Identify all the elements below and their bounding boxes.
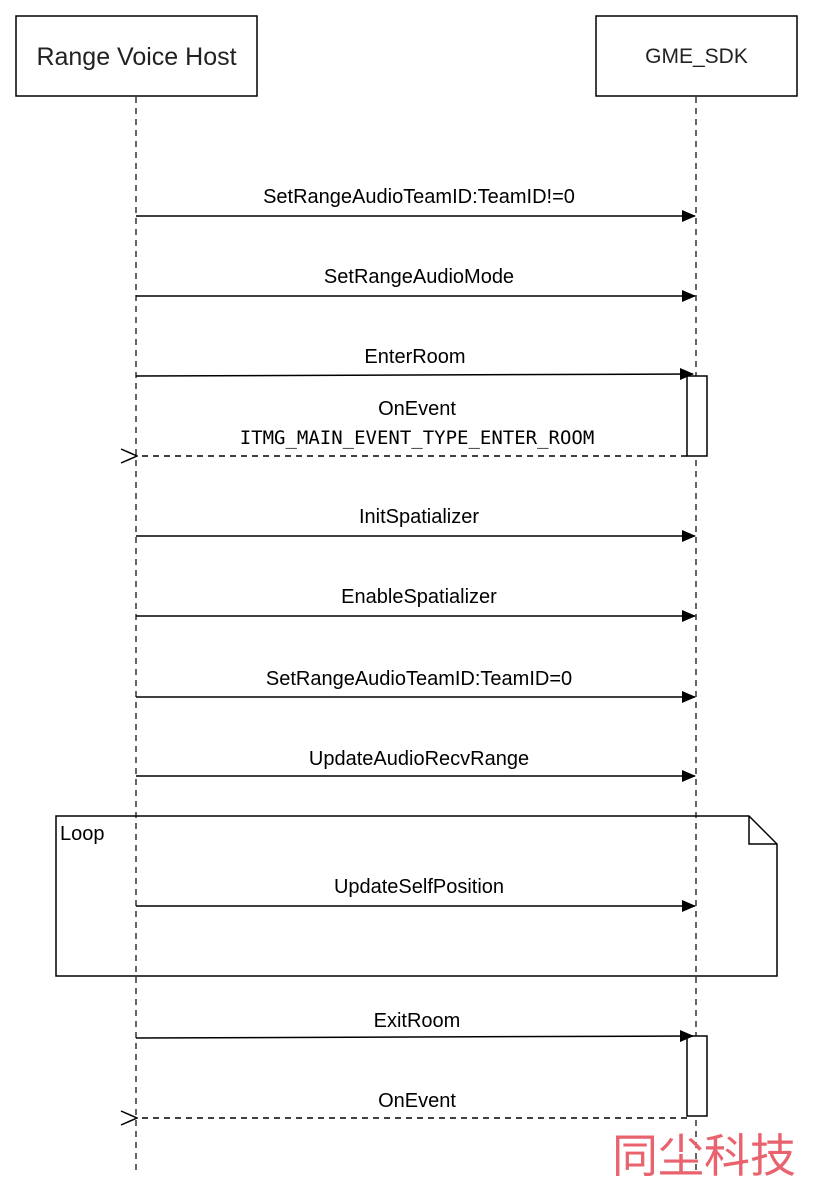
participant-sdk-label: GME_SDK: [645, 45, 748, 68]
msg-set-audio-mode-label: SetRangeAudioMode: [324, 266, 514, 288]
msg-init-spatializer-label: InitSpatializer: [359, 506, 479, 528]
msg-exit-room-line: [135, 1030, 694, 1043]
msg-set-team-id-zero-label: SetRangeAudioTeamID:TeamID=0: [266, 668, 572, 690]
msg-update-recv-range-label: UpdateAudioRecvRange: [309, 748, 529, 770]
msg-update-self-position-label: UpdateSelfPosition: [334, 876, 504, 898]
activation-enter-room: [686, 375, 708, 457]
participant-host-label: Range Voice Host: [36, 43, 236, 71]
msg-enter-room-label: EnterRoom: [364, 346, 465, 368]
participant-sdk: GME_SDK: [595, 15, 798, 97]
participant-host: Range Voice Host: [15, 15, 258, 97]
watermark-text: 同尘科技: [612, 1129, 796, 1183]
msg-enter-room-line: [135, 368, 694, 381]
msg-onevent-enter-type-label: ITMG_MAIN_EVENT_TYPE_ENTER_ROOM: [240, 427, 595, 449]
loop-label: Loop: [60, 823, 105, 845]
msg-enable-spatializer-label: EnableSpatializer: [341, 586, 497, 608]
activation-exit-room: [686, 1035, 708, 1117]
msg-onevent-exit-label: OnEvent: [378, 1090, 456, 1112]
msg-exit-room-label: ExitRoom: [374, 1010, 461, 1032]
msg-onevent-enter-label: OnEvent: [378, 398, 456, 420]
loop-frame: Loop: [55, 815, 778, 977]
msg-set-team-id-label: SetRangeAudioTeamID:TeamID!=0: [263, 186, 575, 208]
